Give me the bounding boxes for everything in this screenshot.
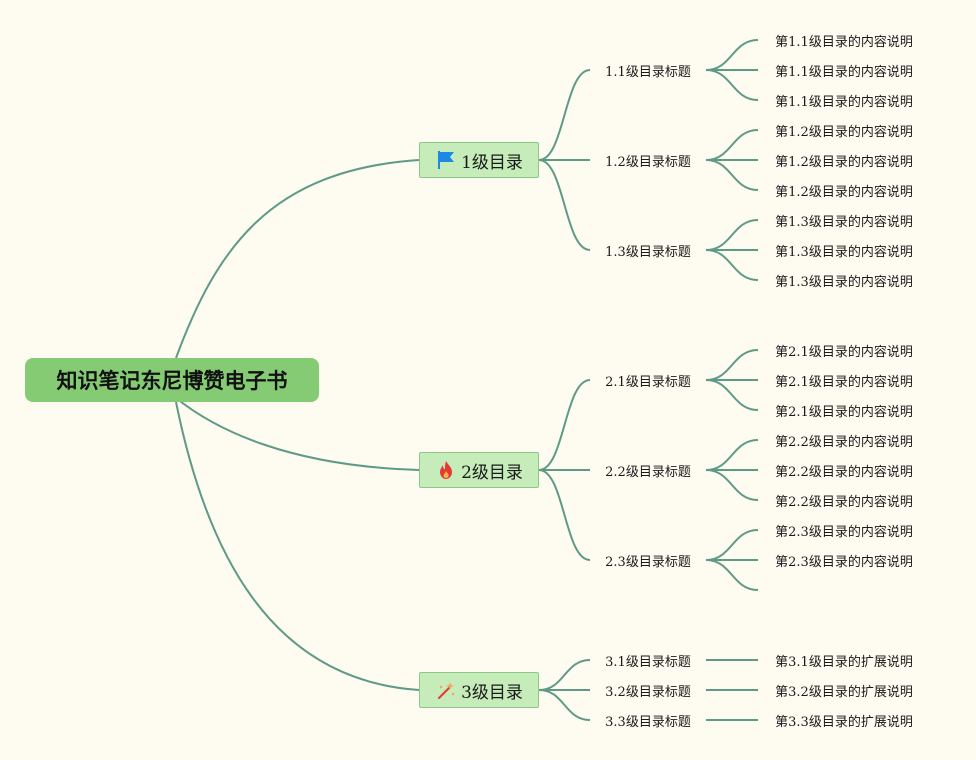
branch-label: 3级目录 bbox=[461, 682, 523, 703]
branch-label: 2级目录 bbox=[461, 462, 523, 483]
subtopic-node-2-1[interactable]: 2.1级目录标题 bbox=[605, 374, 691, 390]
connector-branch-2-sub-1 bbox=[538, 379, 591, 471]
subtopic-node-1-3[interactable]: 1.3级目录标题 bbox=[605, 244, 691, 260]
leaf-node-2-1-1[interactable]: 第2.1级目录的内容说明 bbox=[775, 344, 913, 360]
connector-sub-2-3-item-3 bbox=[705, 559, 759, 591]
connector-sub-1-2-item-3 bbox=[705, 159, 759, 191]
blue-flag-icon bbox=[435, 149, 457, 171]
leaf-node-2-2-2[interactable]: 第2.2级目录的内容说明 bbox=[775, 464, 913, 480]
leaf-node-1-2-3[interactable]: 第1.2级目录的内容说明 bbox=[775, 184, 913, 200]
connector-sub-2-2-item-1 bbox=[705, 439, 759, 471]
connector-branch-1-sub-3 bbox=[538, 159, 591, 251]
leaf-node-2-1-2[interactable]: 第2.1级目录的内容说明 bbox=[775, 374, 913, 390]
connector-sub-1-3-item-3 bbox=[705, 249, 759, 281]
leaf-node-1-1-2[interactable]: 第1.1级目录的内容说明 bbox=[775, 64, 913, 80]
root-label: 知识笔记东尼博赞电子书 bbox=[56, 369, 288, 393]
leaf-node-2-2-3[interactable]: 第2.2级目录的内容说明 bbox=[775, 494, 913, 510]
connector-sub-2-1-item-3 bbox=[705, 379, 759, 411]
leaf-node-3-1-1[interactable]: 第3.1级目录的扩展说明 bbox=[775, 654, 913, 670]
connector-root-branch-2 bbox=[175, 397, 420, 471]
leaf-node-2-2-1[interactable]: 第2.2级目录的内容说明 bbox=[775, 434, 913, 450]
connector-branch-3-sub-3 bbox=[538, 689, 591, 721]
connector-branch-1-sub-1 bbox=[538, 69, 591, 161]
connector-branch-2-sub-3 bbox=[538, 469, 591, 561]
leaf-node-1-1-1[interactable]: 第1.1级目录的内容说明 bbox=[775, 34, 913, 50]
connector-sub-1-3-item-1 bbox=[705, 219, 759, 251]
leaf-node-1-3-2[interactable]: 第1.3级目录的内容说明 bbox=[775, 244, 913, 260]
leaf-node-3-2-1[interactable]: 第3.2级目录的扩展说明 bbox=[775, 684, 913, 700]
leaf-node-1-3-3[interactable]: 第1.3级目录的内容说明 bbox=[775, 274, 913, 290]
connector-branch-3-sub-1 bbox=[538, 659, 591, 691]
subtopic-node-3-3[interactable]: 3.3级目录标题 bbox=[605, 714, 691, 730]
leaf-node-2-1-3[interactable]: 第2.1级目录的内容说明 bbox=[775, 404, 913, 420]
subtopic-node-2-2[interactable]: 2.2级目录标题 bbox=[605, 464, 691, 480]
leaf-node-1-2-2[interactable]: 第1.2级目录的内容说明 bbox=[775, 154, 913, 170]
subtopic-node-3-1[interactable]: 3.1级目录标题 bbox=[605, 654, 691, 670]
branch-node-3[interactable]: 3级目录 bbox=[419, 672, 539, 708]
leaf-node-3-3-1[interactable]: 第3.3级目录的扩展说明 bbox=[775, 714, 913, 730]
subtopic-node-3-2[interactable]: 3.2级目录标题 bbox=[605, 684, 691, 700]
leaf-node-1-2-1[interactable]: 第1.2级目录的内容说明 bbox=[775, 124, 913, 140]
leaf-node-1-1-3[interactable]: 第1.1级目录的内容说明 bbox=[775, 94, 913, 110]
connector-sub-2-1-item-1 bbox=[705, 349, 759, 381]
magic-wand-icon bbox=[435, 679, 457, 701]
connector-sub-2-3-item-1 bbox=[705, 529, 759, 561]
fire-icon bbox=[435, 459, 457, 481]
branch-label: 1级目录 bbox=[461, 152, 523, 173]
connector-root-branch-1 bbox=[175, 159, 420, 359]
branch-node-2[interactable]: 2级目录 bbox=[419, 452, 539, 488]
subtopic-node-1-1[interactable]: 1.1级目录标题 bbox=[605, 64, 691, 80]
branch-node-1[interactable]: 1级目录 bbox=[419, 142, 539, 178]
connector-sub-1-1-item-1 bbox=[705, 39, 759, 71]
connector-sub-2-2-item-3 bbox=[705, 469, 759, 501]
root-node[interactable]: 知识笔记东尼博赞电子书 bbox=[25, 358, 319, 402]
leaf-node-1-3-1[interactable]: 第1.3级目录的内容说明 bbox=[775, 214, 913, 230]
connector-root-branch-3 bbox=[175, 401, 420, 691]
subtopic-node-1-2[interactable]: 1.2级目录标题 bbox=[605, 154, 691, 170]
leaf-node-2-3-1[interactable]: 第2.3级目录的内容说明 bbox=[775, 524, 913, 540]
leaf-node-2-3-2[interactable]: 第2.3级目录的内容说明 bbox=[775, 554, 913, 570]
subtopic-node-2-3[interactable]: 2.3级目录标题 bbox=[605, 554, 691, 570]
connector-sub-1-1-item-3 bbox=[705, 69, 759, 101]
connector-sub-1-2-item-1 bbox=[705, 129, 759, 161]
